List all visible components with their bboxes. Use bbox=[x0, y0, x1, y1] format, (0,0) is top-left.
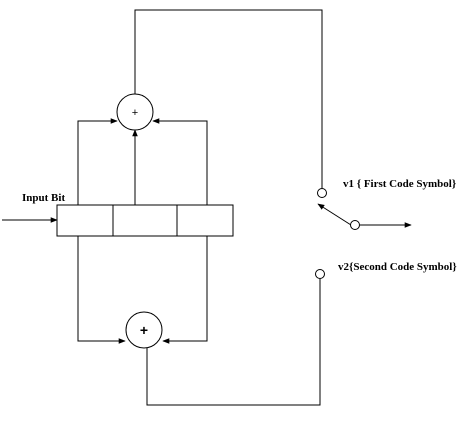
tap-top-left bbox=[77, 118, 118, 205]
tap-bottom-right bbox=[162, 236, 208, 344]
register-cell-2 bbox=[112, 204, 178, 237]
top-adder-output-wire bbox=[134, 9, 323, 188]
input-bit-label: Input Bit bbox=[22, 192, 65, 204]
v2-label: v2{Second Code Symbol} bbox=[338, 261, 457, 273]
register-cell-3 bbox=[176, 204, 234, 237]
tap-bottom-left bbox=[77, 236, 126, 344]
shift-register bbox=[56, 204, 234, 237]
tap-top-right bbox=[152, 118, 208, 205]
v1-label: v1 { First Code Symbol} bbox=[343, 178, 456, 190]
bottom-adder-symbol: + bbox=[140, 322, 148, 338]
v2-terminal bbox=[315, 269, 325, 279]
register-cell-1 bbox=[56, 204, 114, 237]
switch-arm bbox=[317, 203, 352, 226]
bottom-adder-output-wire bbox=[146, 279, 321, 406]
switch-pivot bbox=[350, 220, 360, 230]
v1-terminal bbox=[317, 188, 327, 198]
bottom-adder bbox=[125, 311, 163, 349]
top-adder-symbol: + bbox=[132, 107, 138, 119]
